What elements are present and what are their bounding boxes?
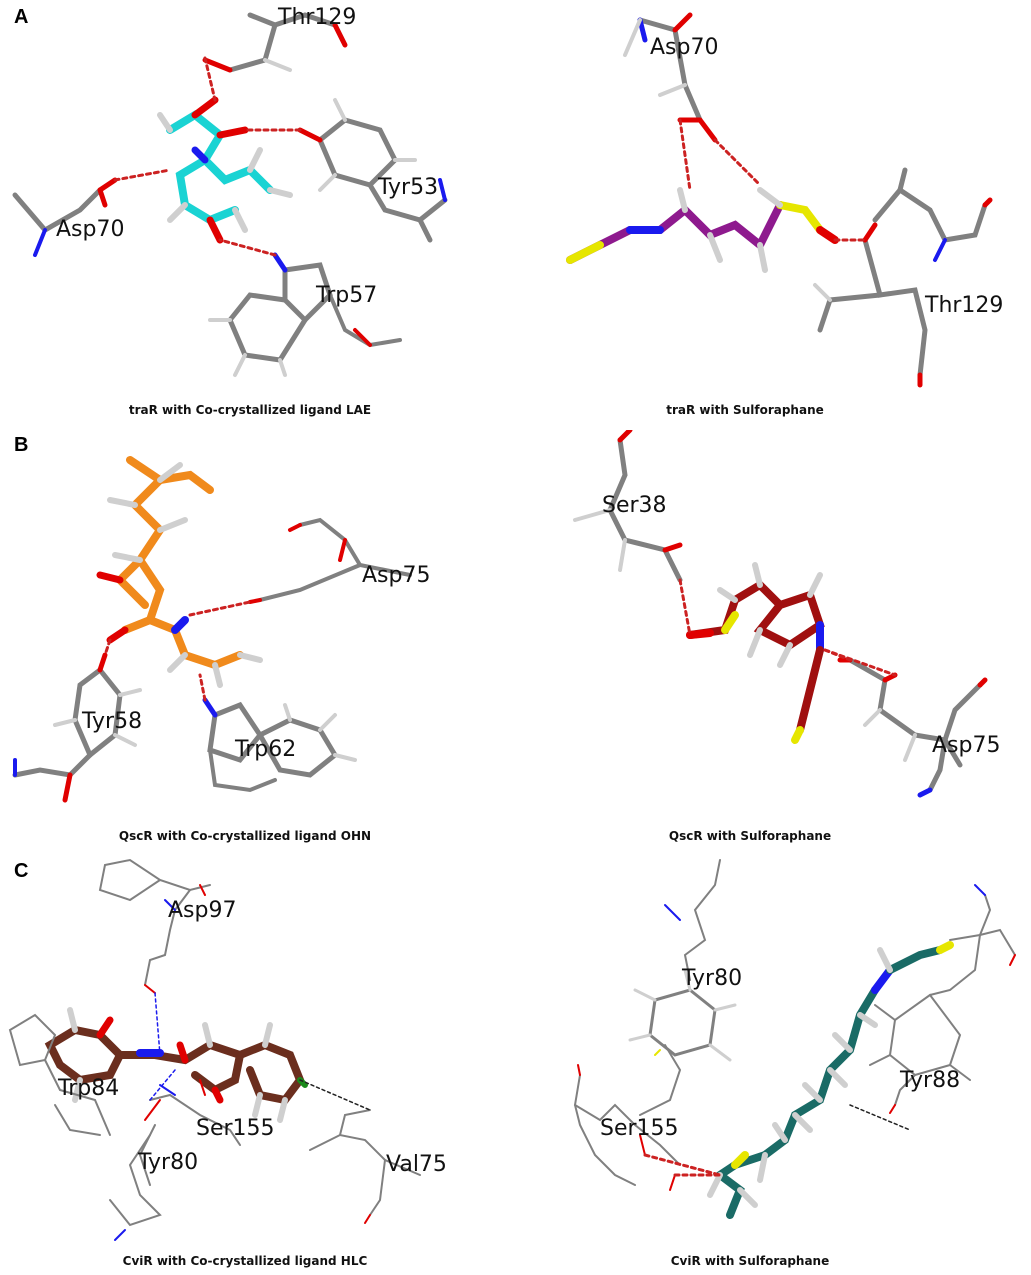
panel-letter-c: C xyxy=(14,860,29,882)
panel-c-right-structure: Tyr80 Tyr88 Ser155 xyxy=(573,859,1016,1219)
residue-label: Ser38 xyxy=(602,493,667,518)
panel-b-left-structure: Asp75 Tyr58 Trp62 xyxy=(12,456,430,803)
panel-a-left-structure: Thr129 Tyr53 Asp70 Trp57 xyxy=(12,5,448,377)
figure-caption: QscR with Co-crystallized ligand OHN xyxy=(118,829,372,843)
residue-label: Tyr80 xyxy=(681,966,742,991)
figure-caption: QscR with Sulforaphane xyxy=(668,829,832,843)
figure-caption: CviR with Sulforaphane xyxy=(670,1254,830,1268)
panel-a-right-structure: Asp70 Thr129 xyxy=(566,12,1003,388)
residue-label: Trp62 xyxy=(234,737,296,762)
residue-label: Tyr80 xyxy=(137,1150,198,1175)
residue-label: Tyr53 xyxy=(377,175,438,200)
residue-label: Asp75 xyxy=(932,733,1000,758)
residue-label: Tyr58 xyxy=(81,709,142,734)
figure-caption: CviR with Co-crystallized ligand HLC xyxy=(122,1254,368,1268)
residue-label: Trp84 xyxy=(57,1076,119,1101)
panel-c-left-structure: Asp97 Trp84 Ser155 Tyr80 Val75 xyxy=(8,858,447,1241)
residue-label: Asp97 xyxy=(168,898,236,923)
panel-b-right-structure: Ser38 Asp75 xyxy=(573,430,1000,798)
residue-label: Asp70 xyxy=(650,35,718,60)
residue-label: Trp57 xyxy=(315,283,377,308)
figure-caption: traR with Sulforaphane xyxy=(666,403,824,417)
residue-label: Val75 xyxy=(386,1152,447,1177)
residue-label: Thr129 xyxy=(277,5,356,30)
residue-label: Ser155 xyxy=(196,1116,275,1141)
residue-label: Thr129 xyxy=(924,293,1003,318)
residue-label: Asp75 xyxy=(362,563,430,588)
residue-label: Ser155 xyxy=(600,1116,679,1141)
panel-letter-b: B xyxy=(14,434,29,456)
residue-label: Tyr88 xyxy=(899,1068,960,1093)
residue-label: Asp70 xyxy=(56,217,124,242)
panel-letter-a: A xyxy=(14,6,29,28)
figure-caption: traR with Co-crystallized ligand LAE xyxy=(128,403,372,417)
